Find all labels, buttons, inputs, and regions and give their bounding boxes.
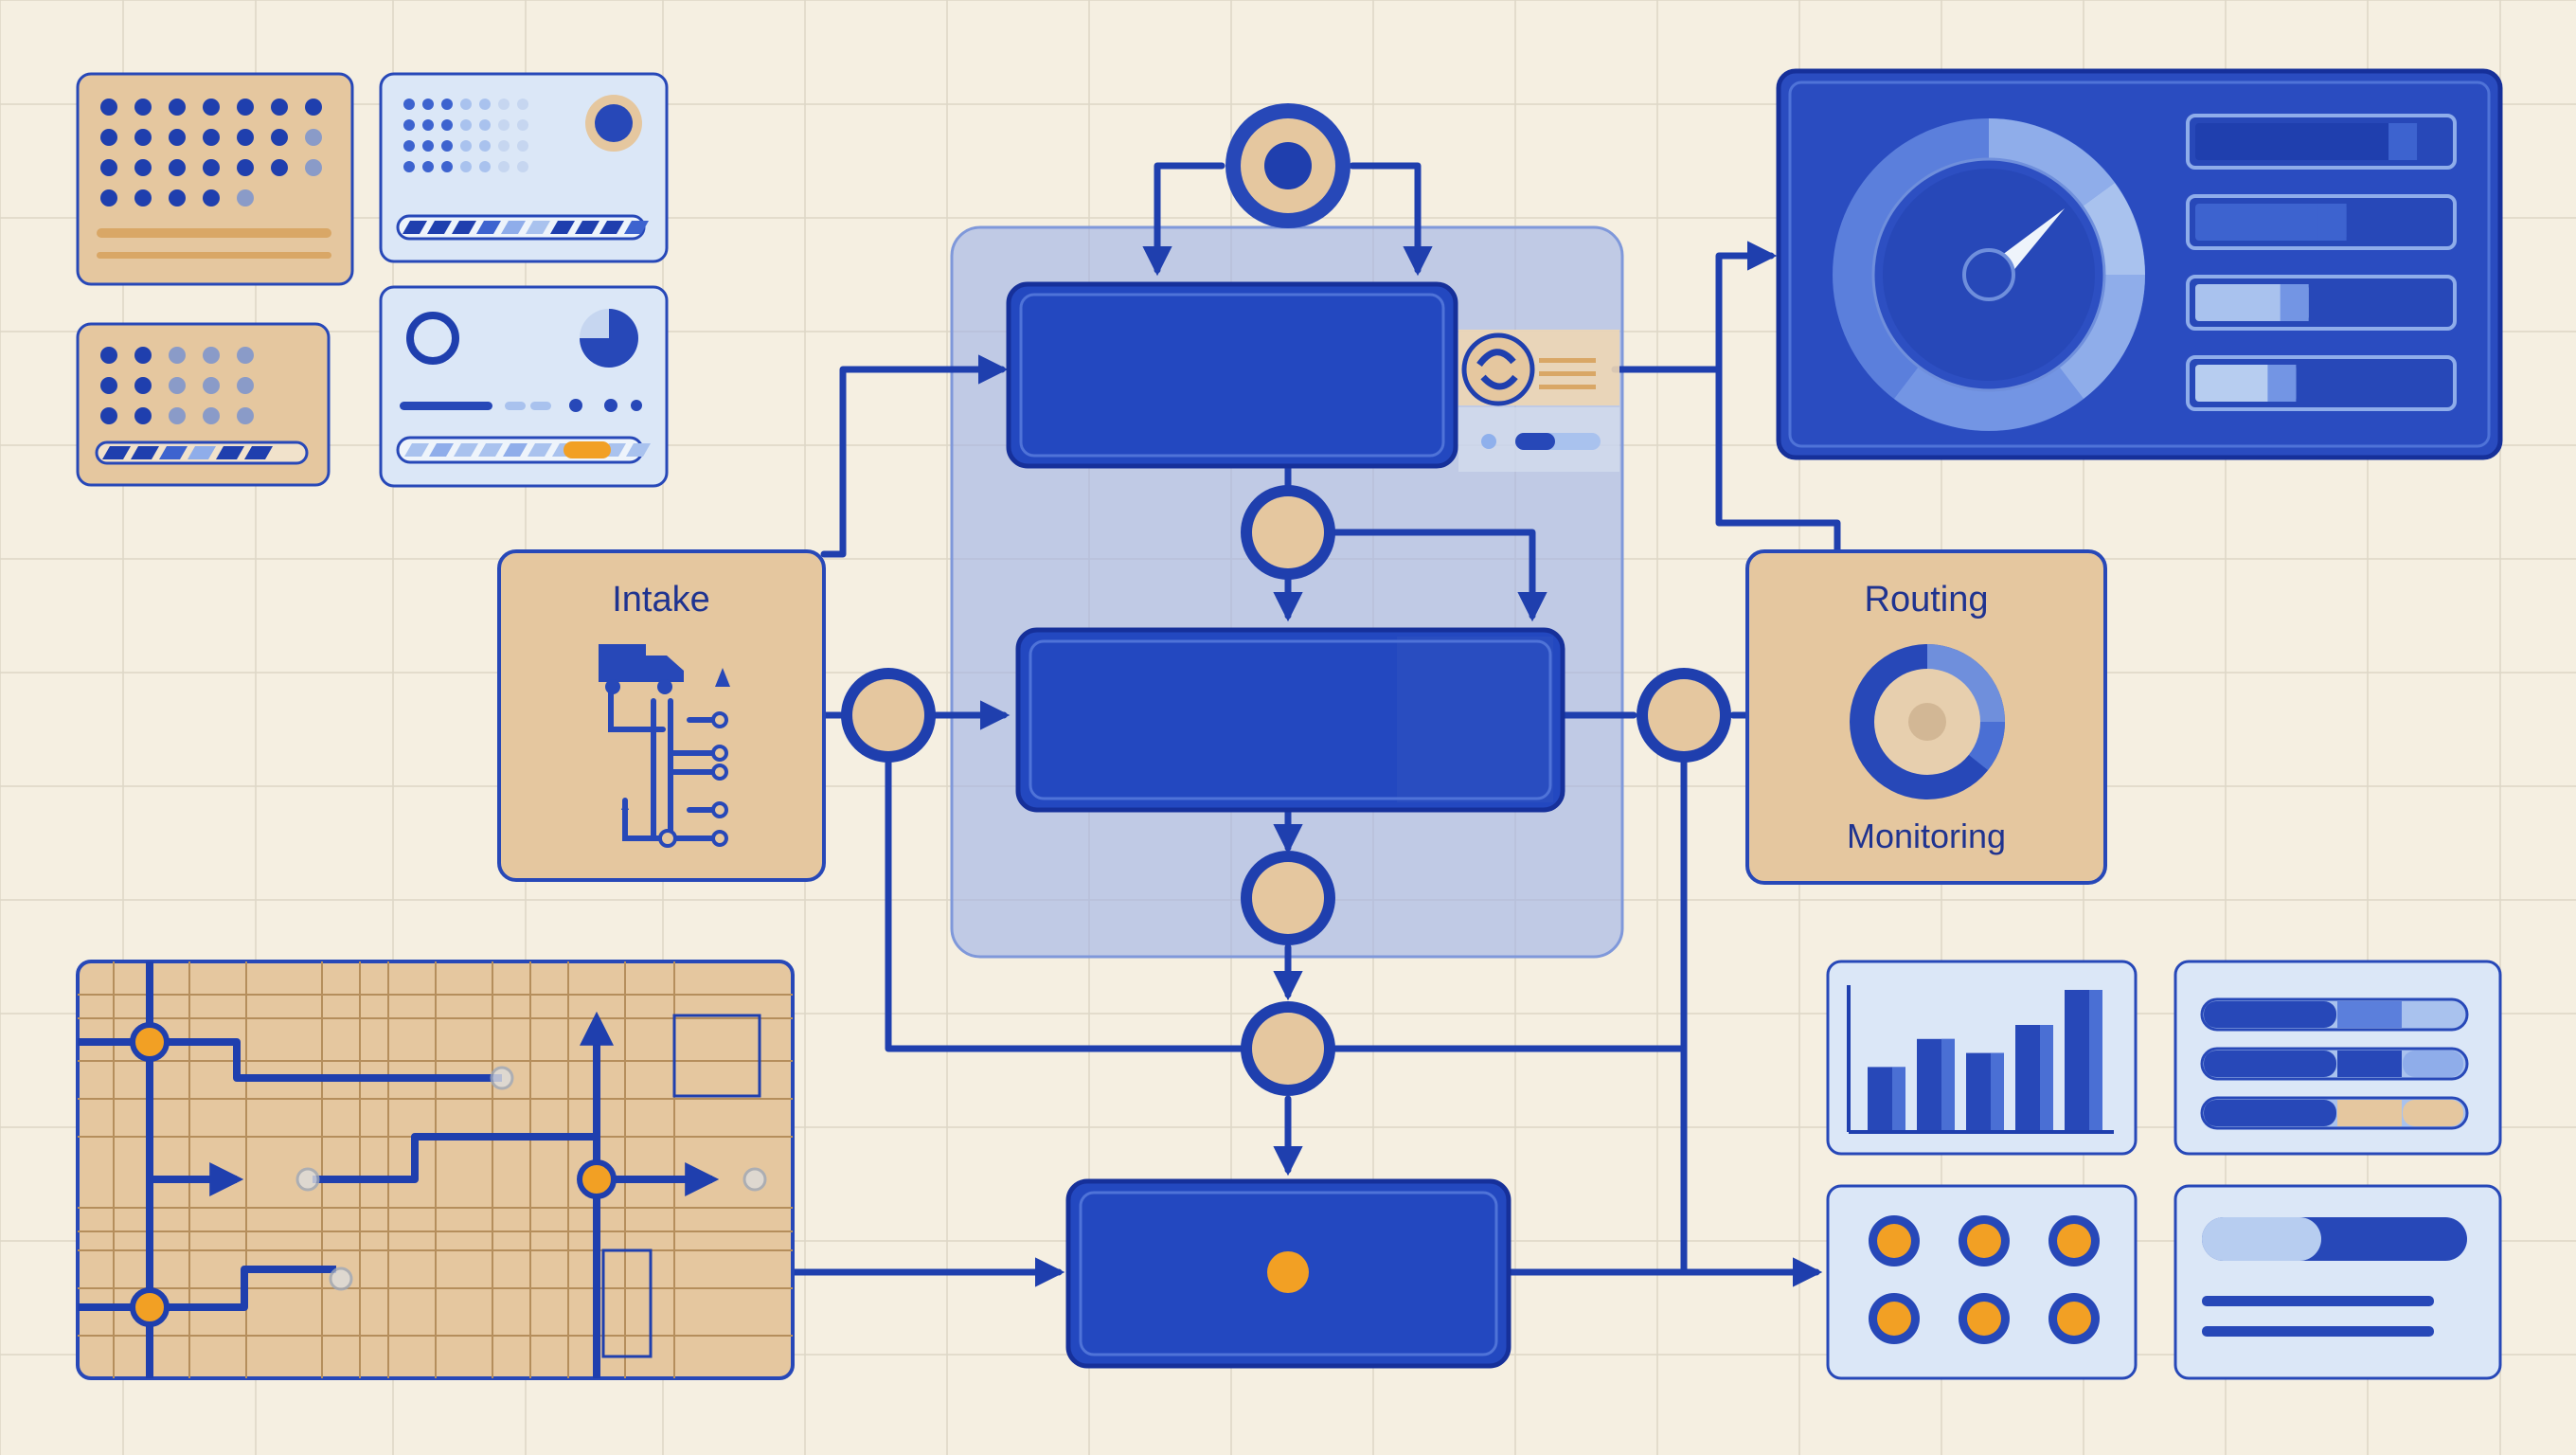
status-indicator <box>2048 1215 2100 1266</box>
junction-nodes <box>841 485 1731 1096</box>
status-indicator <box>1959 1215 2010 1266</box>
settings-card <box>379 72 669 263</box>
top-hub-node[interactable] <box>1225 103 1351 228</box>
process-box-bottom[interactable] <box>1065 1178 1512 1369</box>
status-indicator <box>2048 1293 2100 1344</box>
dot-grid-card-large <box>76 72 354 286</box>
list-bar <box>2200 1047 2469 1081</box>
donut-chart-icon <box>1850 644 2005 799</box>
truck-icon <box>599 644 730 848</box>
gauge-dashboard-panel <box>1776 68 2503 460</box>
progress-card <box>2174 1184 2502 1380</box>
status-indicator <box>1869 1293 1920 1344</box>
summary-bar <box>2186 114 2457 170</box>
sync-badge <box>1458 330 1619 472</box>
intake-label: Intake <box>612 580 710 620</box>
junction-node[interactable] <box>841 668 936 763</box>
bar-list-card <box>2174 960 2502 1156</box>
progress-bar-fill <box>2202 1217 2321 1261</box>
intake-card[interactable]: Intake <box>497 549 826 882</box>
junction-node[interactable] <box>1241 485 1335 580</box>
process-box-top[interactable] <box>1006 281 1458 469</box>
sync-icon <box>1461 332 1535 406</box>
routing-card[interactable]: Routing Monitoring <box>1745 549 2107 885</box>
summary-bar <box>2186 355 2457 411</box>
monitoring-label: Monitoring <box>1847 817 2006 855</box>
route-map-panel <box>76 960 795 1380</box>
routing-label: Routing <box>1865 580 1989 620</box>
bar-chart-card <box>1826 960 2138 1156</box>
list-bar <box>2200 1096 2469 1130</box>
status-dot <box>1267 1251 1309 1293</box>
speedometer-icon <box>1833 118 2145 431</box>
summary-bar <box>2186 275 2457 331</box>
process-box-middle[interactable] <box>1015 627 1565 813</box>
list-bar <box>2200 997 2469 1032</box>
node-icon <box>1264 142 1312 189</box>
junction-node[interactable] <box>1241 851 1335 945</box>
summary-bar <box>2186 194 2457 250</box>
empty-ring-icon <box>406 312 459 365</box>
junction-node[interactable] <box>1241 1001 1335 1096</box>
status-toggle-card <box>379 285 669 488</box>
dot-grid-card-small <box>76 322 331 487</box>
status-indicator <box>1959 1293 2010 1344</box>
junction-node[interactable] <box>1637 668 1731 763</box>
status-indicator <box>1869 1215 1920 1266</box>
status-indicators-card <box>1826 1184 2138 1380</box>
